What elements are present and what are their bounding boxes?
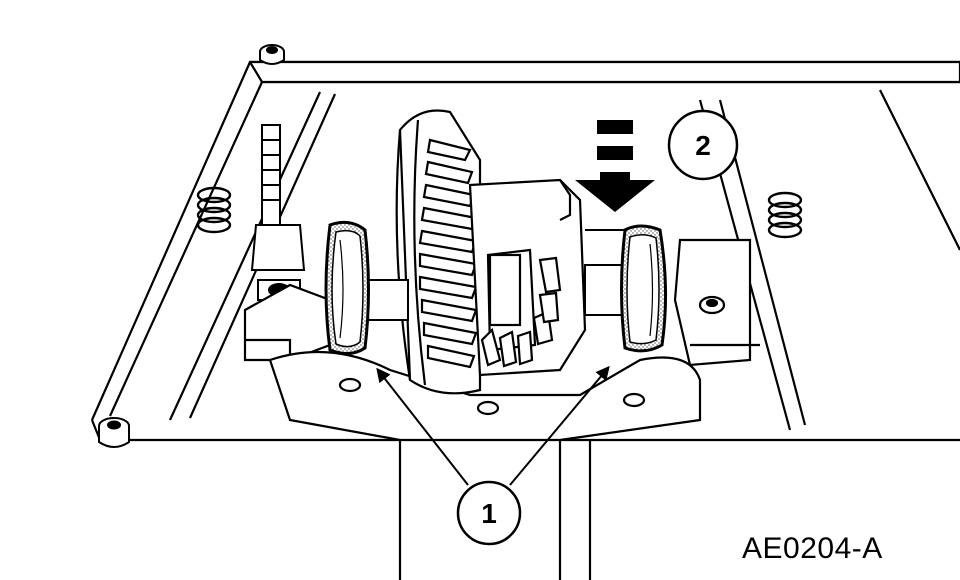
press-direction-arrow — [575, 120, 655, 212]
fixture-plate — [90, 60, 960, 580]
ring-gear — [395, 109, 482, 395]
figure-code: AE0204-A — [742, 532, 883, 565]
bearing-block-right — [673, 238, 760, 367]
axle-shafts — [367, 229, 626, 321]
adjuster-stud-left — [250, 124, 306, 301]
callout-2: 2 — [667, 109, 739, 181]
callout-2-label: 2 — [695, 130, 711, 161]
callout-1-label: 1 — [481, 498, 497, 529]
bearing-cup-right — [620, 224, 668, 353]
differential-case — [468, 178, 587, 377]
pin-bottom-left — [98, 417, 130, 448]
pinion-gear-teeth — [480, 256, 562, 368]
leader-lines-callout-1 — [376, 365, 610, 486]
spring-left — [196, 186, 232, 234]
bearing-block-left — [243, 283, 332, 362]
spring-right — [767, 191, 803, 239]
pin-top-left — [259, 44, 285, 65]
bearing-cup-left — [324, 220, 370, 355]
callout-1: 1 — [456, 480, 522, 546]
